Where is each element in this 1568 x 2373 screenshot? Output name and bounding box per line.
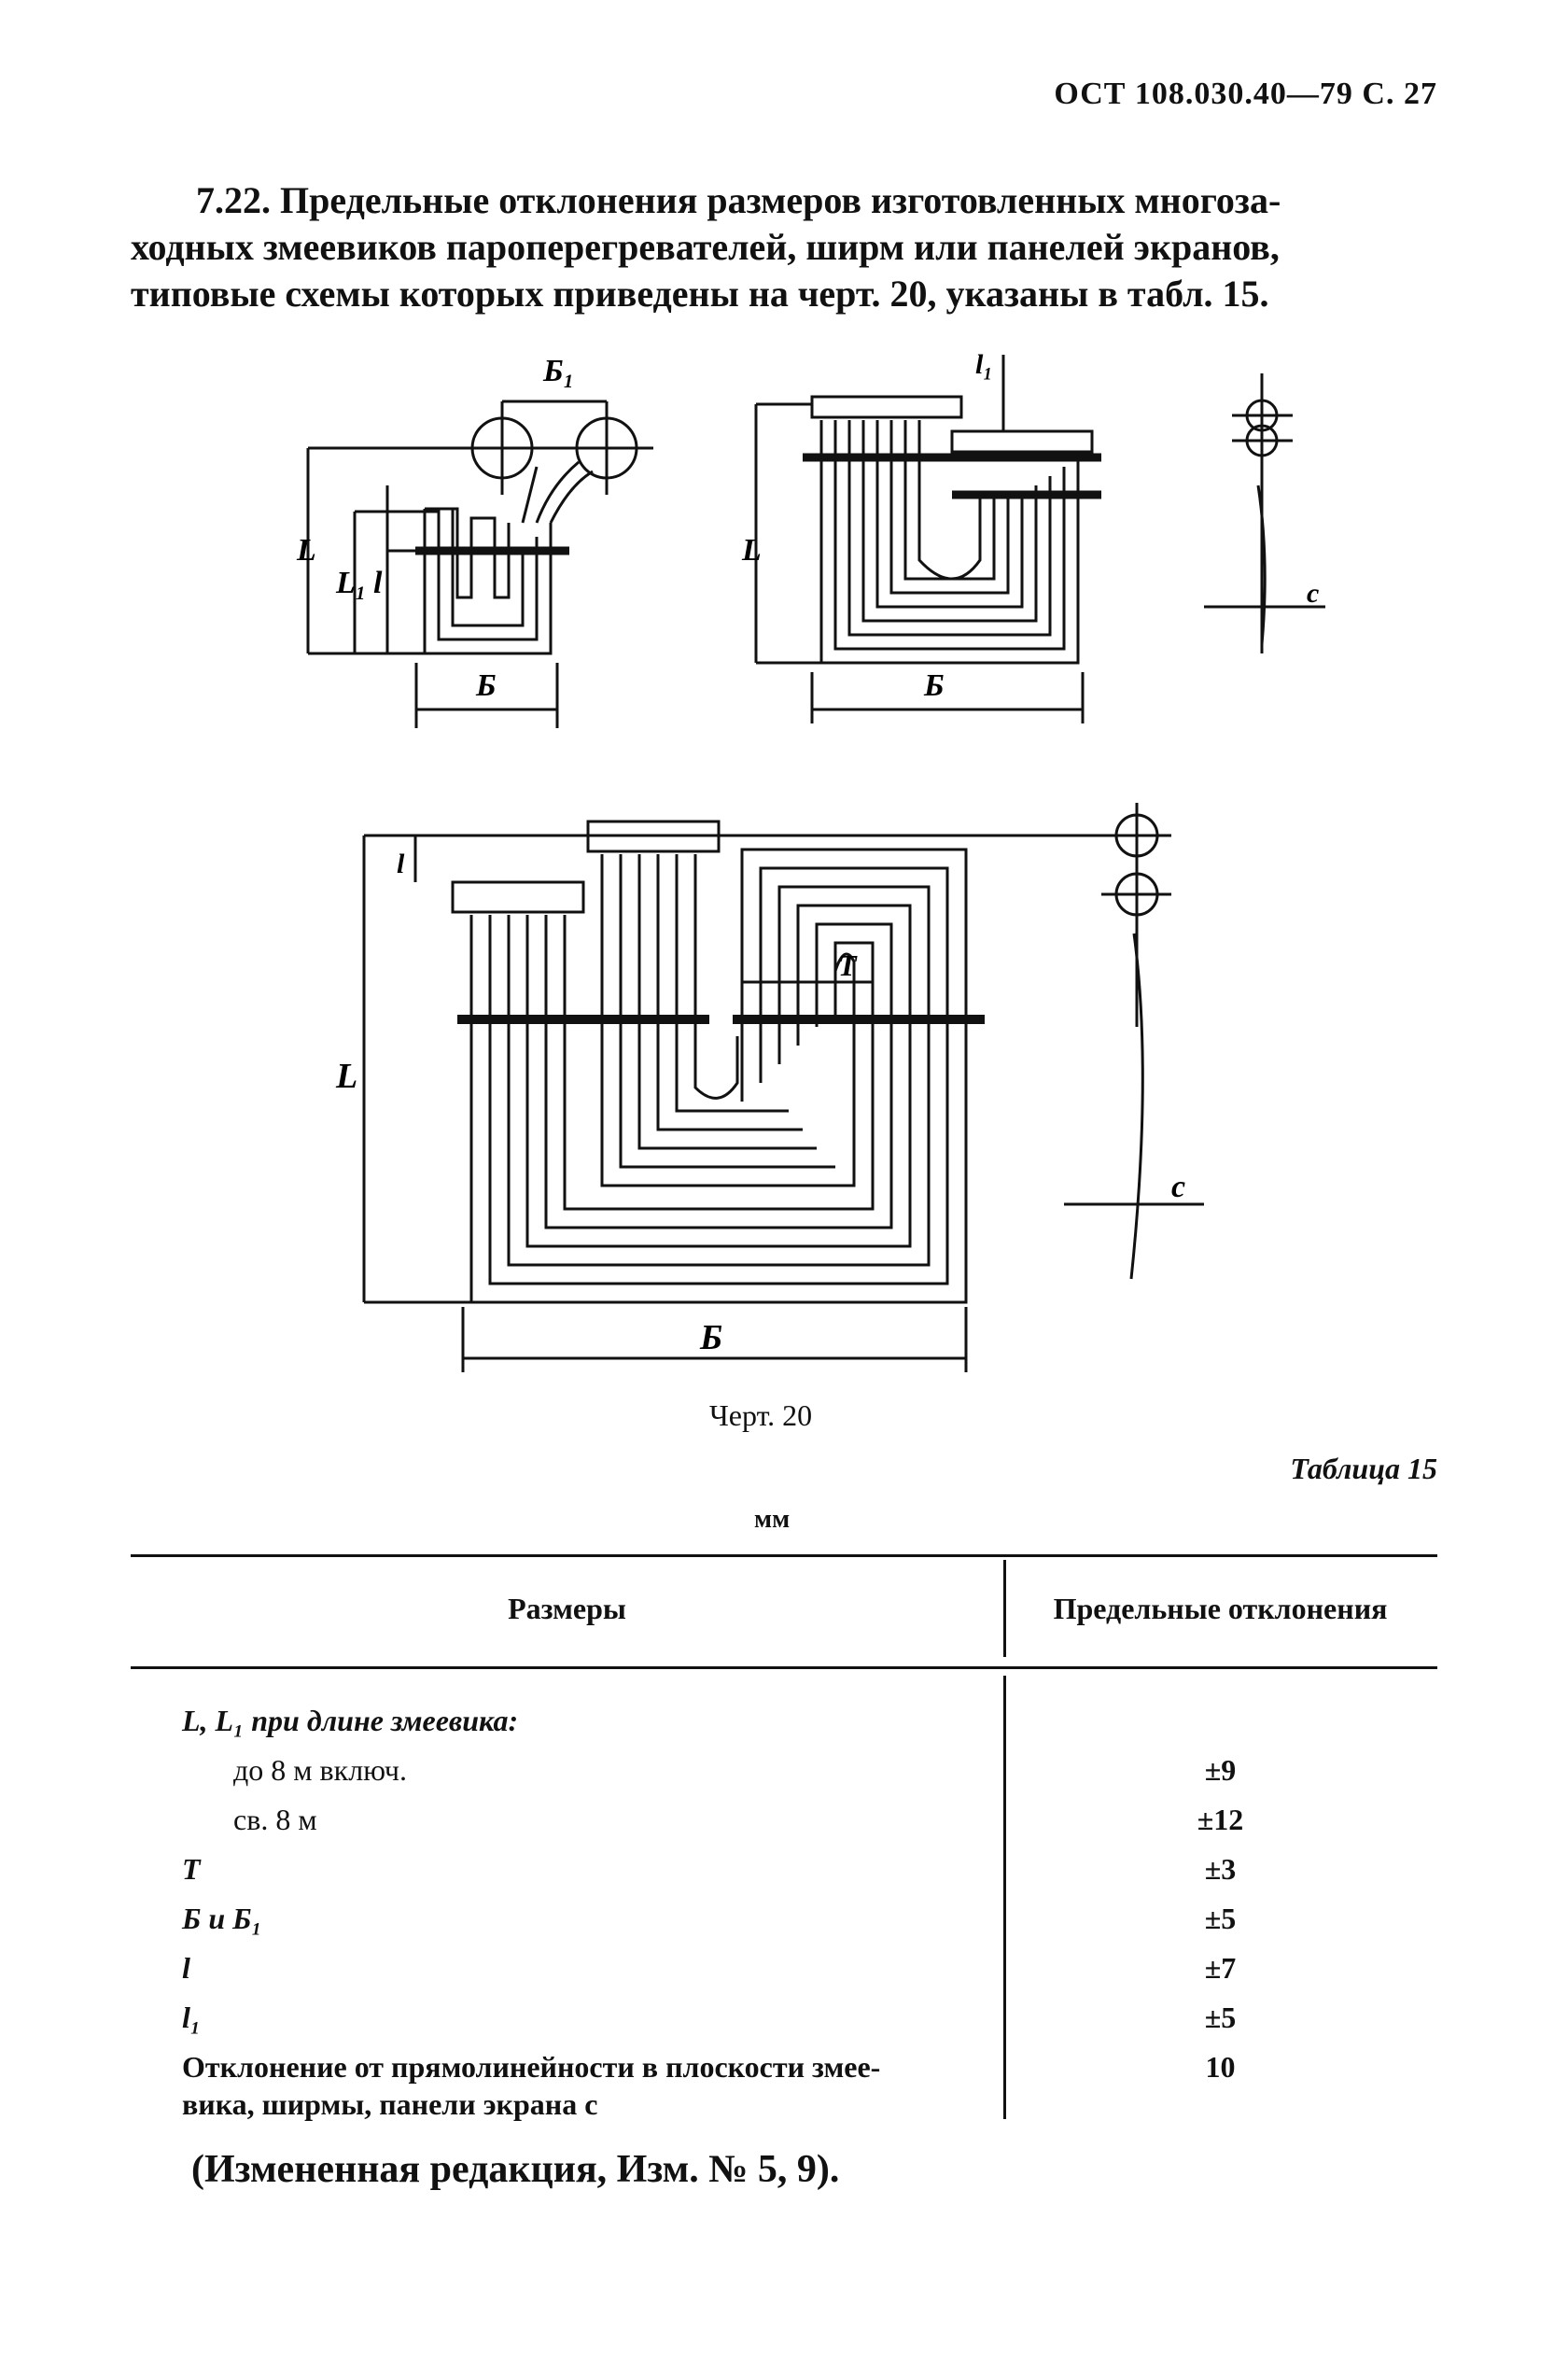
cell-size: Отклонение от прямолинейности в плоскост…: [182, 2050, 881, 2084]
cell-size: l₁: [182, 2001, 202, 2034]
table-row: Отклонение от прямолинейности в плоскост…: [131, 2050, 1437, 2099]
label-b-1: Б: [475, 668, 497, 703]
cell-tolerance: ±5: [1204, 1902, 1237, 1935]
table-row: l ±7: [131, 1951, 1437, 2000]
technical-drawing: Б₁ L L₁ l Б L l₁ Б c l L T Б c: [296, 349, 1325, 1372]
cell-tolerance: ±12: [1197, 1803, 1244, 1836]
table-row: Б и Б₁ ±5: [131, 1902, 1437, 1950]
cell-size: Б и Б₁: [182, 1902, 262, 1935]
label-l-lower-4: l: [397, 849, 405, 879]
cell-size: св. 8 м: [233, 1803, 317, 1836]
revision-note: (Измененная редакция, Изм. № 5, 9).: [191, 2148, 840, 2191]
table-row: T ±3: [131, 1852, 1437, 1901]
table-title: Таблица 15: [1290, 1452, 1437, 1485]
header-sizes: Размеры: [508, 1592, 626, 1625]
table-header-divider: [1003, 1560, 1006, 1657]
cell-size: T: [182, 1852, 201, 1886]
table-row: до 8 м включ. ±9: [131, 1753, 1437, 1802]
label-c-2: c: [1171, 1170, 1185, 1204]
cell-tolerance: ±7: [1204, 1951, 1237, 1985]
cell-tolerance: ±9: [1204, 1753, 1237, 1787]
table-row: вика, ширмы, панели экрана c: [131, 2087, 1437, 2136]
cell-tolerance: 10: [1205, 2050, 1236, 2084]
cell-size: L, L₁ при длине змеевика:: [182, 1704, 519, 1737]
label-c-1: c: [1307, 578, 1319, 609]
figure-caption: Черт. 20: [709, 1398, 813, 1432]
table-unit: мм: [754, 1505, 791, 1534]
table-row: L, L₁ при длине змеевика:: [131, 1704, 1437, 1752]
sketch-2: [754, 355, 1101, 723]
sketch-5-side-view: [1064, 803, 1204, 1280]
cell-tolerance: ±5: [1204, 2001, 1237, 2034]
table-header-rule: [131, 1666, 1437, 1669]
sketch-4: [362, 820, 1111, 1372]
page-header: ОСТ 108.030.40—79 С. 27: [1054, 77, 1437, 111]
paragraph-line: ходных змеевиков пароперегревателей, шир…: [131, 226, 1280, 268]
section-paragraph: 7.22. Предельные отклонения размеров изг…: [131, 177, 1437, 317]
label-l1-1: L₁: [335, 566, 367, 600]
cell-size: l: [182, 1951, 190, 1985]
header-tolerances: Предельные отклонения: [1053, 1592, 1388, 1625]
sketch-3-side-view: [1204, 373, 1325, 653]
sketch-1: [306, 400, 653, 728]
label-b-2: Б: [923, 668, 945, 703]
cell-tolerance: ±3: [1204, 1852, 1237, 1886]
label-b1: Б₁: [542, 354, 574, 388]
label-l-lower-1: l: [373, 566, 383, 600]
label-t: T: [838, 948, 858, 982]
table-top-rule: [131, 1554, 1437, 1557]
label-b-4: Б: [699, 1318, 722, 1357]
paragraph-line: типовые схемы которых приведены на черт.…: [131, 273, 1269, 315]
table-body-divider: [1003, 1676, 1006, 2119]
paragraph-line: 7.22. Предельные отклонения размеров изг…: [196, 179, 1281, 221]
table-row: l₁ ±5: [131, 2001, 1437, 2049]
cell-size: до 8 м включ.: [233, 1753, 407, 1787]
label-l-upper-4: L: [335, 1057, 357, 1096]
label-l-upper-1: L: [296, 533, 316, 568]
table-row: св. 8 м ±12: [131, 1803, 1437, 1851]
label-l-upper-2: L: [741, 533, 762, 568]
cell-size: вика, ширмы, панели экрана c: [182, 2087, 598, 2121]
label-l1-2: l₁: [975, 349, 993, 380]
